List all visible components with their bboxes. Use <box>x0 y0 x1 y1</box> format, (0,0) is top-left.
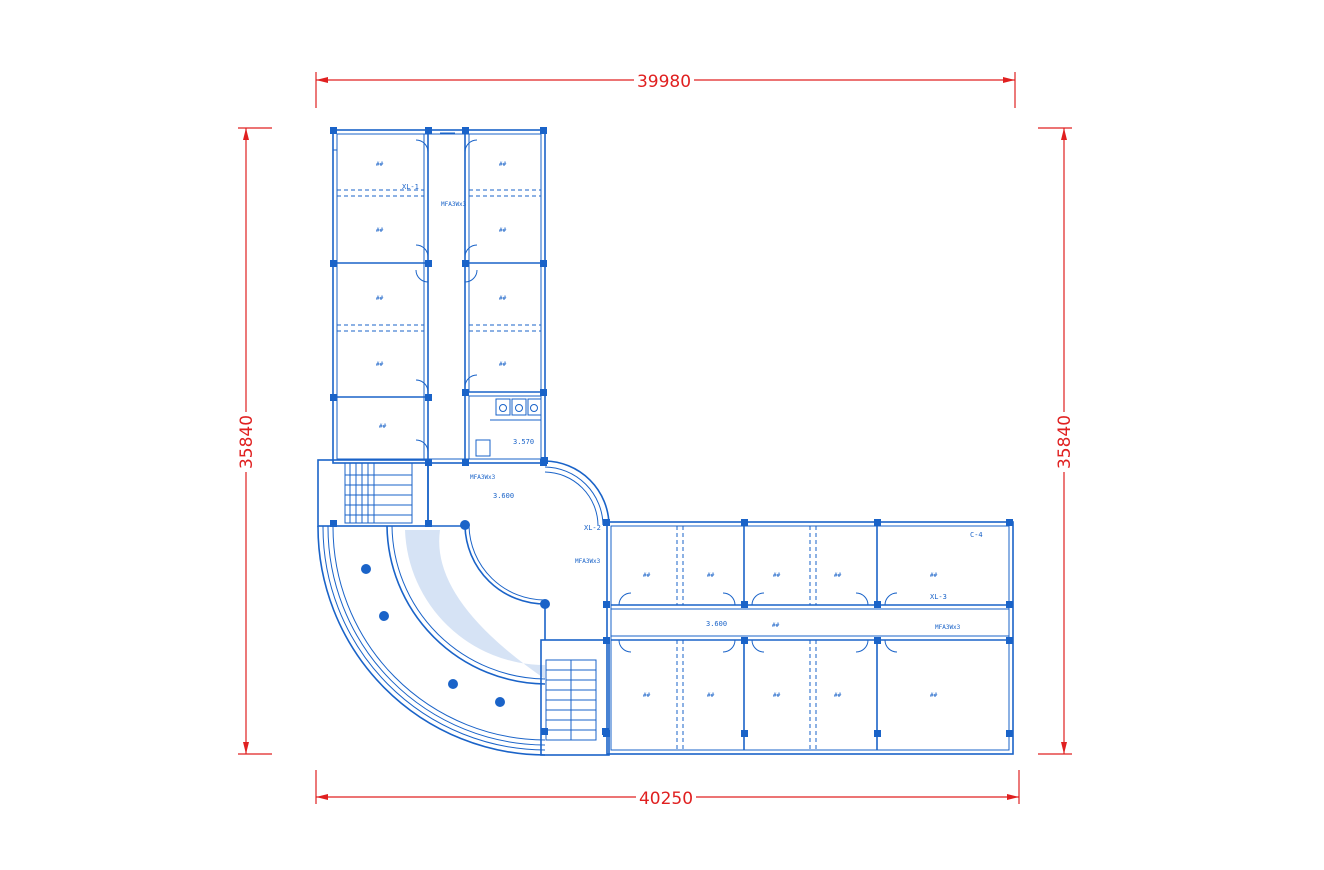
elevation-3600-lobby: 3.600 <box>493 492 514 500</box>
elevation-3570: 3.570 <box>513 438 534 446</box>
mfa-label-east: MFA3Wx3 <box>575 558 601 565</box>
room-label: ## <box>643 692 651 699</box>
north-wing-room-labels: ## ## ## ## ## ## ## ## ## XL-1 MFA3Wx3 … <box>376 161 534 481</box>
north-wing <box>330 127 547 466</box>
room-label: ## <box>376 161 384 168</box>
dimension-bottom-label: 40250 <box>639 789 693 809</box>
dimension-left: 35840 <box>236 127 272 755</box>
east-wing <box>603 519 1014 755</box>
mfa-label-corridor: MFA3Wx3 <box>935 624 961 631</box>
room-label: ## <box>499 295 507 302</box>
dimension-right-label: 35840 <box>1055 415 1075 469</box>
c4-label: C-4 <box>970 531 983 539</box>
room-label: ## <box>499 227 507 234</box>
dimension-bottom: 40250 <box>315 770 1020 809</box>
room-label: ## <box>379 423 387 430</box>
room-label: ## <box>707 572 715 579</box>
xl3-label: XL-3 <box>930 593 947 601</box>
mfa-label-north: MFA3Wx3 <box>441 201 467 208</box>
dimension-top-label: 39980 <box>637 72 691 92</box>
room-label: ## <box>376 227 384 234</box>
lobby-rotunda: 3.600 XL-2 MFA3Wx3 <box>317 457 610 756</box>
room-label: ## <box>499 361 507 368</box>
room-label: ## <box>930 692 938 699</box>
room-label: ## <box>376 295 384 302</box>
mfa-label-lobby: MFA3Wx3 <box>470 474 496 481</box>
room-label: ## <box>834 572 842 579</box>
room-label: ## <box>773 572 781 579</box>
east-stair <box>540 639 610 756</box>
dimension-left-label: 35840 <box>237 415 257 469</box>
room-label: ## <box>376 361 384 368</box>
room-label: ## <box>773 692 781 699</box>
room-label: ## <box>772 622 780 629</box>
room-label: ## <box>499 161 507 168</box>
room-label: ## <box>643 572 651 579</box>
dimension-top: 39980 <box>315 70 1016 108</box>
room-label: ## <box>707 692 715 699</box>
dimension-right: 35840 <box>1038 127 1075 755</box>
xl1-label: XL-1 <box>402 183 419 191</box>
room-label: ## <box>834 692 842 699</box>
room-label: ## <box>930 572 938 579</box>
xl2-label: XL-2 <box>584 524 601 532</box>
east-wing-room-labels: ## ## ## ## ## ## ## ## ## ## ## C-4 XL-… <box>643 531 983 699</box>
elevation-3600-corridor: 3.600 <box>706 620 727 628</box>
